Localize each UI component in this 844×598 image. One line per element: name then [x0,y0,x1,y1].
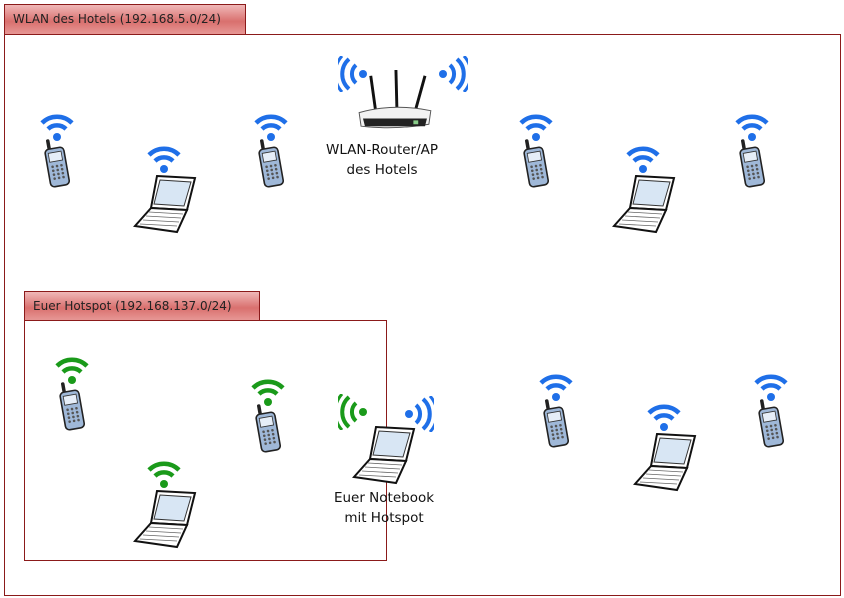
phone-icon [523,138,549,188]
hotel-phone-5 [538,374,574,448]
hotspot-laptop-1 [133,461,197,549]
notebook-label: Euer Notebook mit Hotspot [304,488,464,528]
phone-icon [44,138,70,188]
phone-icon [255,403,281,453]
hotel-network-title: WLAN des Hotels (192.168.5.0/24) [13,12,221,26]
router-label-line1: WLAN-Router/AP [325,142,439,158]
phone-icon [739,138,765,188]
phone-icon [59,381,85,431]
hotel-laptop-3 [633,404,697,492]
wifi-icon [625,146,661,174]
hotspot-phone-2 [250,379,286,453]
laptop-icon [633,432,697,492]
notebook-label-line2: mit Hotspot [344,510,424,526]
hotel-phone-3 [518,114,554,188]
phone-icon [758,398,784,448]
hotspot-phone-1 [54,357,90,431]
wifi-icon [146,146,182,174]
notebook-label-line1: Euer Notebook [333,490,435,506]
laptop-icon [133,489,197,549]
laptop-icon [133,174,197,234]
hotel-network-tab: WLAN des Hotels (192.168.5.0/24) [4,4,246,35]
phone-icon [543,398,569,448]
hotel-network-area [4,34,841,596]
hotel-phone-1 [39,114,75,188]
hotel-laptop-1 [133,146,197,234]
router-label-line2: des Hotels [346,162,418,178]
hotel-phone-4 [734,114,770,188]
router-icon [355,70,433,132]
phone-icon [258,138,284,188]
wifi-icon [646,404,682,432]
hotspot-network-title: Euer Hotspot (192.168.137.0/24) [33,299,232,313]
wifi-icon [146,461,182,489]
router-label: WLAN-Router/AP des Hotels [302,140,462,180]
hotspot-network-tab: Euer Hotspot (192.168.137.0/24) [24,291,260,321]
laptop-icon [612,174,676,234]
hotel-laptop-2 [612,146,676,234]
hotel-phone-6 [753,374,789,448]
notebook-laptop-icon [352,425,416,485]
hotel-phone-2 [253,114,289,188]
router-wifi-waves-right-icon [438,56,470,94]
